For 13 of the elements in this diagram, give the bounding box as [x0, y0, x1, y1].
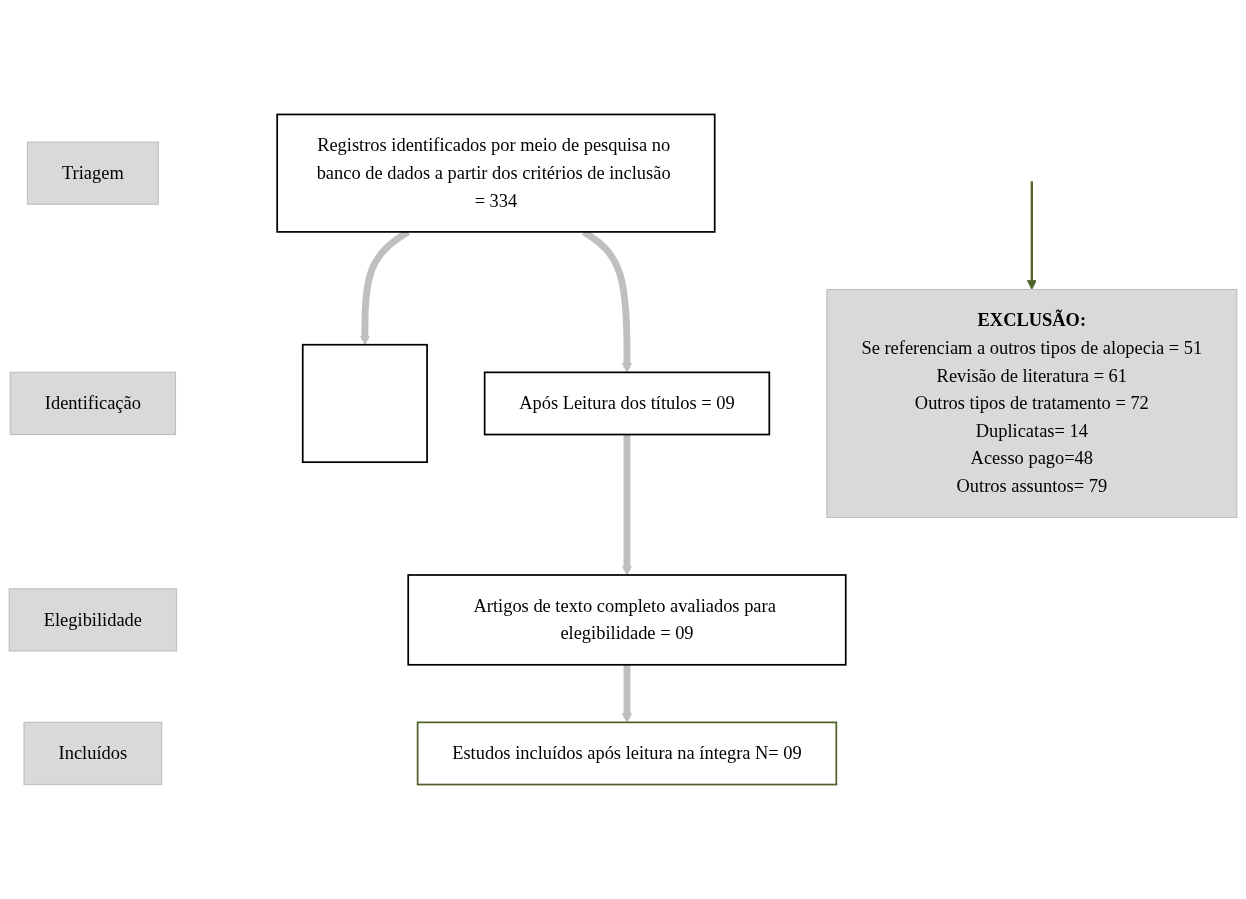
arrow [621, 664, 633, 723]
node-box: Após Leitura dos títulos = 09 [483, 371, 771, 436]
node-box: EXCLUSÃO: Se referenciam a outros tipos de alopecia = 51 Revisão de literatura = 61 Outros tipos de tratamento = 72 Duplicatas= 14 Acesso pago=48 Outros assuntos= 79 [826, 288, 1238, 518]
node-box: Registros identificados por meio de pesquisa no banco de dados a partir dos critérios de inclusão = 334 [276, 113, 716, 233]
node-box: Artigos de texto completo avaliados para elegibilidade = 09 [407, 574, 847, 666]
node-box: Estudos incluídos após leitura na íntegra N= 09 [416, 721, 838, 786]
node-box: Identificação [9, 371, 177, 436]
arrow [1026, 181, 1037, 290]
node-box: Triagem [26, 141, 159, 205]
arrow [621, 434, 633, 576]
node-box [301, 343, 428, 464]
node-box: Incluídos [23, 721, 163, 786]
node-box: Elegibilidade [8, 588, 178, 652]
